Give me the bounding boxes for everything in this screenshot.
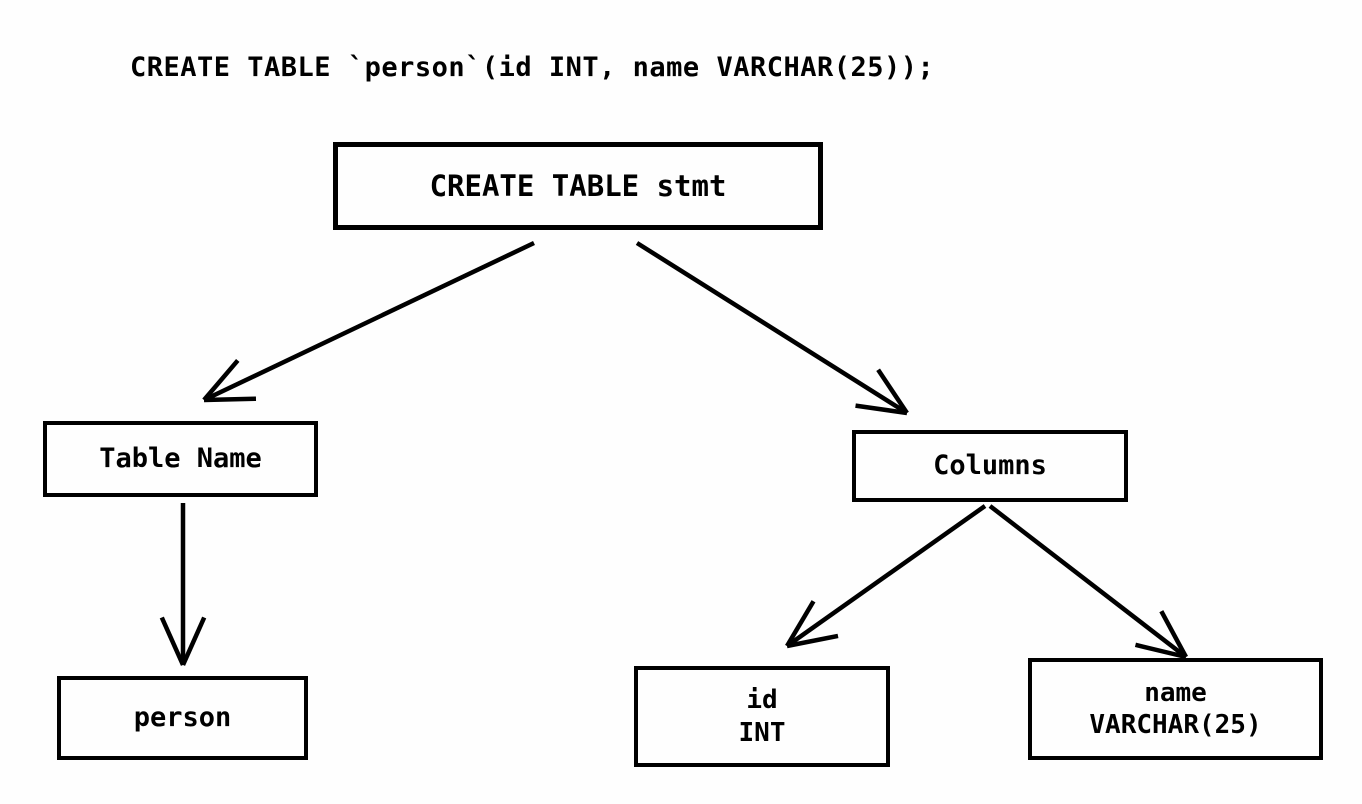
node-create-table-stmt-label: CREATE TABLE stmt (429, 168, 727, 203)
node-person-label: person (133, 702, 232, 734)
arrow-root-to-columns (635, 241, 909, 416)
arrow-columns-to-name_col (988, 504, 1188, 660)
node-name-varchar: name VARCHAR(25) (1028, 658, 1323, 760)
arrow-root-to-table_name (202, 240, 535, 403)
node-name-varchar-line2: VARCHAR(25) (1089, 710, 1262, 740)
node-id-int-line2: INT (738, 717, 786, 748)
node-table-name-label: Table Name (99, 443, 262, 475)
node-columns: Columns (852, 430, 1128, 502)
node-id-int-line1: id (746, 685, 778, 715)
arrow-table_name-to-person (159, 503, 207, 666)
node-name-varchar-line1: name (1144, 677, 1207, 708)
node-columns-label: Columns (933, 450, 1047, 482)
arrow-columns-to-id_col (785, 504, 987, 649)
sql-statement-text: CREATE TABLE `person`(id INT, name VARCH… (130, 52, 935, 83)
node-person: person (57, 676, 308, 760)
node-table-name: Table Name (43, 421, 318, 497)
node-id-int: id INT (634, 666, 890, 767)
node-create-table-stmt: CREATE TABLE stmt (333, 142, 823, 230)
